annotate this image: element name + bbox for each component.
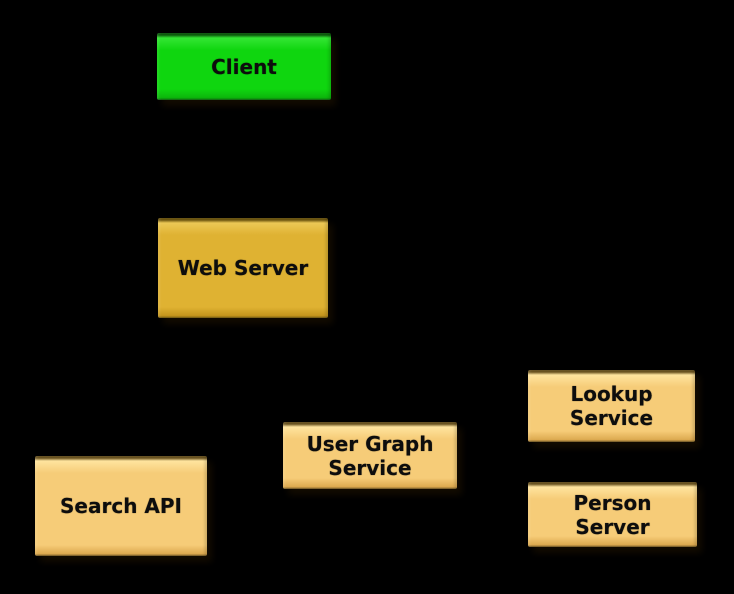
node-client-label: Client: [211, 54, 277, 79]
node-client: Client: [157, 33, 331, 100]
node-person-server: Person Server: [528, 482, 697, 547]
node-user-graph-service-label: User Graph Service: [306, 431, 434, 480]
node-web-server-label: Web Server: [177, 256, 309, 280]
node-person-server-label: Person Server: [573, 490, 652, 539]
node-search-api-label: Search API: [60, 494, 182, 518]
node-lookup-service: Lookup Service: [528, 370, 695, 442]
node-user-graph-service: User Graph Service: [283, 422, 457, 489]
node-search-api: Search API: [35, 456, 207, 556]
node-lookup-service-label: Lookup Service: [569, 382, 654, 430]
node-web-server: Web Server: [158, 218, 328, 318]
